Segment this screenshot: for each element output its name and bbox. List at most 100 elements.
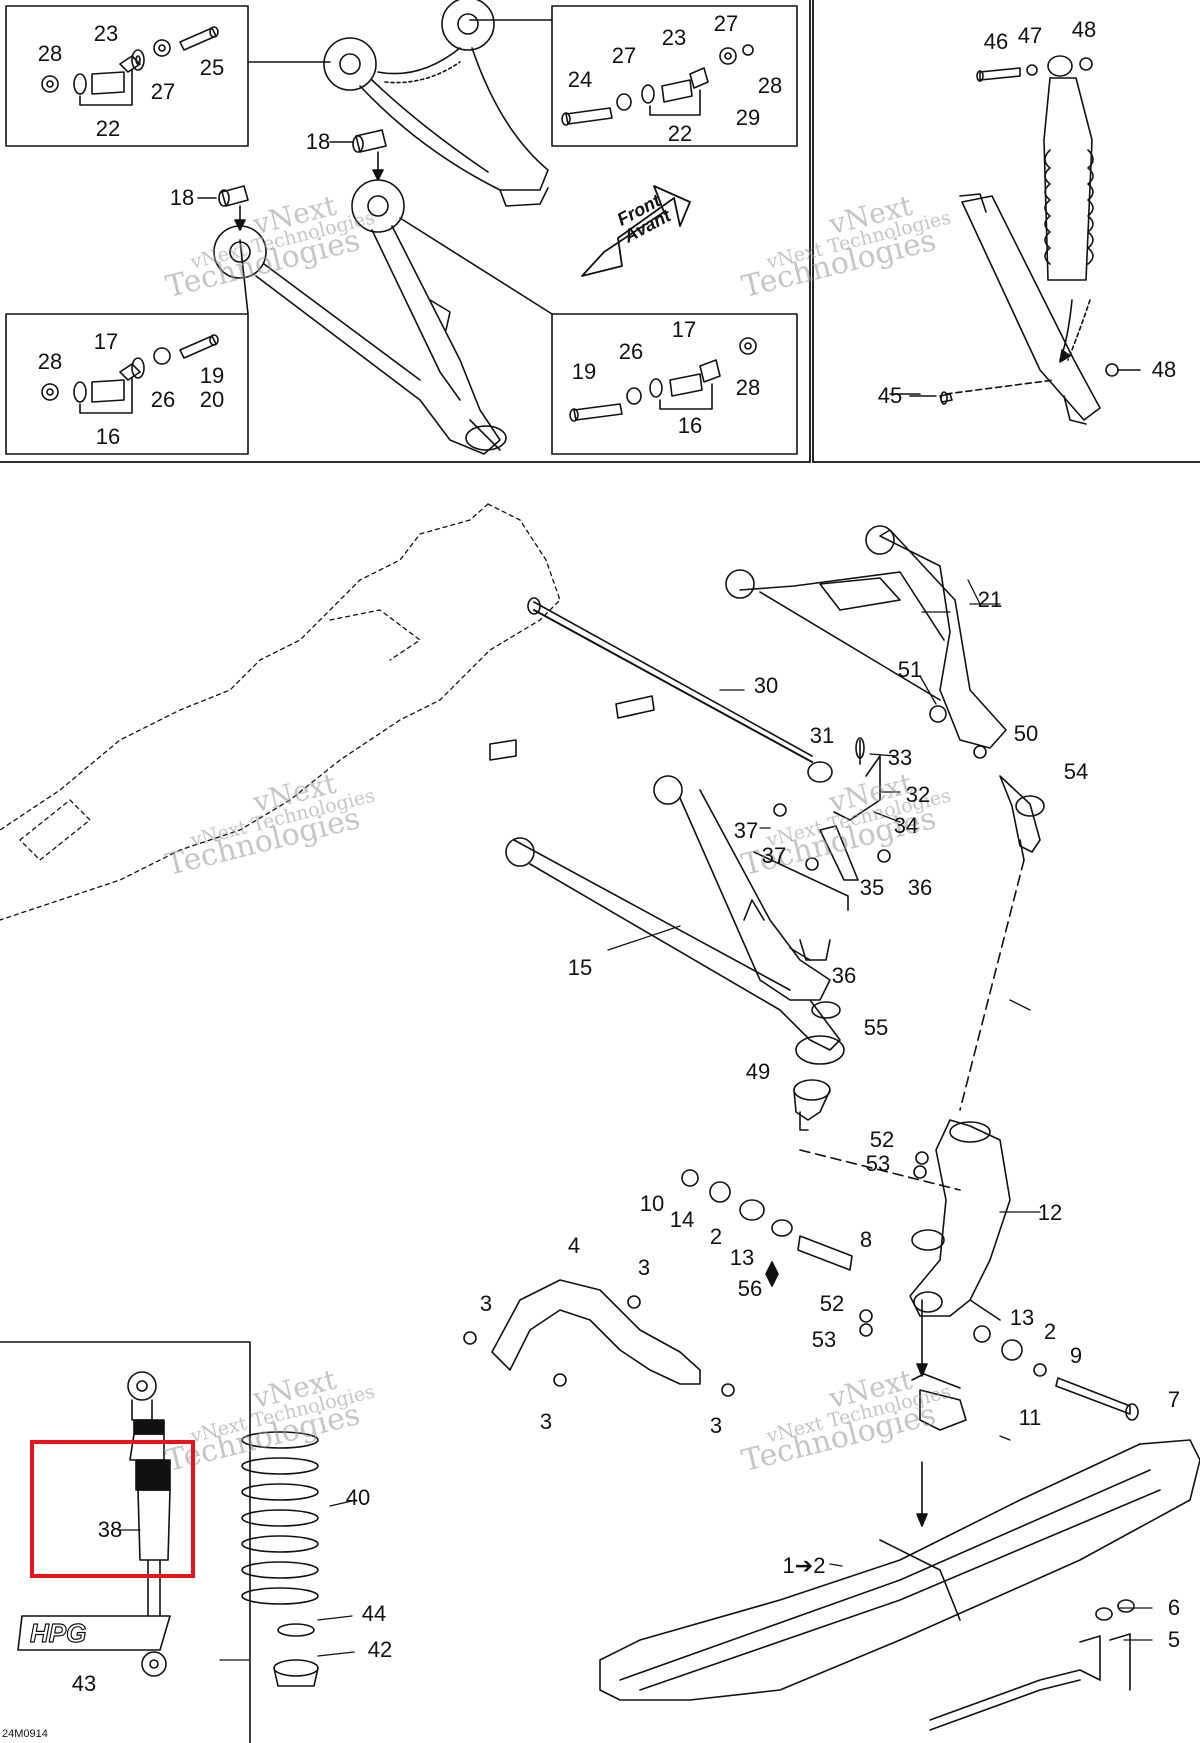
callout-50[interactable]: 50: [1013, 721, 1039, 746]
callout-19[interactable]: 19: [199, 363, 225, 388]
callout-30[interactable]: 30: [753, 673, 779, 698]
callout-48[interactable]: 48: [1071, 17, 1097, 42]
callout-40[interactable]: 40: [345, 1485, 371, 1510]
steering-arm-32-35: [753, 737, 891, 911]
front-direction-arrow: [581, 185, 691, 277]
upper-a-arm-21: [725, 525, 1007, 759]
callout-22[interactable]: 22: [95, 116, 121, 141]
callout-51[interactable]: 51: [897, 657, 923, 682]
hardware-set-16-b: [569, 337, 757, 422]
callout-7[interactable]: 7: [1167, 1387, 1181, 1412]
ski-saddle-11: [911, 1299, 967, 1527]
callout-3[interactable]: 3: [539, 1409, 553, 1434]
selected-part-highlight[interactable]: [30, 1440, 195, 1578]
callout-53[interactable]: 53: [865, 1151, 891, 1176]
callout-22[interactable]: 22: [667, 121, 693, 146]
callout-31[interactable]: 31: [809, 723, 835, 748]
upper-a-arm-detail: [323, 0, 549, 207]
handle-4: [463, 1279, 735, 1397]
callout-36[interactable]: 36: [831, 963, 857, 988]
callout-18[interactable]: 18: [305, 129, 331, 154]
callout-28[interactable]: 28: [757, 73, 783, 98]
svg-text:HPG: HPG: [30, 1618, 86, 1648]
callout-16[interactable]: 16: [95, 424, 121, 449]
callout-3[interactable]: 3: [479, 1291, 493, 1316]
callout-2[interactable]: 2: [709, 1224, 723, 1249]
callout-3[interactable]: 3: [637, 1255, 651, 1280]
detail-box-upper-right: [469, 5, 798, 147]
callout-46[interactable]: 46: [983, 29, 1009, 54]
callout-13[interactable]: 13: [729, 1245, 755, 1270]
callout-13[interactable]: 13: [1009, 1305, 1035, 1330]
callout-45[interactable]: 45: [877, 383, 903, 408]
callout-27[interactable]: 27: [713, 11, 739, 36]
callout-49[interactable]: 49: [745, 1059, 771, 1084]
callout-3[interactable]: 3: [709, 1413, 723, 1438]
callout-8[interactable]: 8: [859, 1227, 873, 1252]
callout-36[interactable]: 36: [907, 875, 933, 900]
callout-54[interactable]: 54: [1063, 759, 1089, 784]
callout-34[interactable]: 34: [893, 813, 919, 838]
callout-28[interactable]: 28: [37, 349, 63, 374]
callout-42[interactable]: 42: [367, 1637, 393, 1662]
callout-25[interactable]: 25: [199, 55, 225, 80]
callout-24[interactable]: 24: [567, 67, 593, 92]
callout-27[interactable]: 27: [611, 43, 637, 68]
callout-56[interactable]: 56: [737, 1276, 763, 1301]
ball-joint-54: [959, 775, 1045, 1111]
callout-55[interactable]: 55: [863, 1015, 889, 1040]
callout-47[interactable]: 47: [1017, 23, 1043, 48]
callout-48[interactable]: 48: [1151, 357, 1177, 382]
callout-52[interactable]: 52: [819, 1291, 845, 1316]
callout-53[interactable]: 53: [811, 1327, 837, 1352]
shock-detail-upper-right: [889, 55, 1141, 425]
callout-4[interactable]: 4: [567, 1233, 581, 1258]
callout-52[interactable]: 52: [869, 1127, 895, 1152]
callout-21[interactable]: 21: [977, 587, 1003, 612]
callout-26[interactable]: 26: [618, 339, 644, 364]
upper-left-panel: [0, 0, 1200, 463]
callout-2[interactable]: 2: [1043, 1319, 1057, 1344]
callout-29[interactable]: 29: [735, 105, 761, 130]
callout-14[interactable]: 14: [669, 1207, 695, 1232]
shock-absorber-38: [127, 1371, 171, 1677]
callout-26[interactable]: 26: [150, 387, 176, 412]
callout-5[interactable]: 5: [1167, 1627, 1181, 1652]
callout-17[interactable]: 17: [671, 317, 697, 342]
callout-23[interactable]: 23: [93, 21, 119, 46]
callout-38[interactable]: 38: [97, 1517, 123, 1542]
drawing-code: 24M0914: [2, 1728, 48, 1740]
bushing-18: [197, 129, 387, 231]
callout-27[interactable]: 27: [150, 79, 176, 104]
callout-33[interactable]: 33: [887, 745, 913, 770]
callout-37[interactable]: 37: [733, 818, 759, 843]
callout-37[interactable]: 37: [761, 843, 787, 868]
callout-15[interactable]: 15: [567, 955, 593, 980]
callout-11[interactable]: 11: [1018, 1405, 1042, 1430]
callout-18[interactable]: 18: [169, 185, 195, 210]
callout-35[interactable]: 35: [859, 875, 885, 900]
ski-1: [599, 1439, 1200, 1701]
callout-43[interactable]: 43: [71, 1671, 97, 1696]
hpg-logo-43: HPG: [17, 1615, 171, 1651]
spring-seat-44-42: [273, 1623, 319, 1687]
callout-32[interactable]: 32: [905, 782, 931, 807]
steering-rod-30: [489, 597, 833, 783]
callout-12[interactable]: 12: [1037, 1200, 1063, 1225]
callout-17[interactable]: 17: [93, 329, 119, 354]
callout-19[interactable]: 19: [571, 359, 597, 384]
callout-16[interactable]: 16: [677, 413, 703, 438]
ski-runner-5-and-nut-6: [929, 1599, 1135, 1731]
callout-20[interactable]: 20: [199, 387, 225, 412]
lower-a-arm-15: [505, 775, 845, 1065]
callout-9[interactable]: 9: [1069, 1343, 1083, 1368]
spindle-hardware: [681, 1151, 1139, 1421]
leader-lines: [117, 579, 1153, 1661]
callout-28[interactable]: 28: [735, 375, 761, 400]
callout-10[interactable]: 10: [639, 1191, 665, 1216]
callout-23[interactable]: 23: [661, 25, 687, 50]
callout-28[interactable]: 28: [37, 41, 63, 66]
callout-6[interactable]: 6: [1167, 1595, 1181, 1620]
callout-44[interactable]: 44: [361, 1601, 387, 1626]
callout-1-to-2[interactable]: 1➔2: [782, 1553, 826, 1578]
